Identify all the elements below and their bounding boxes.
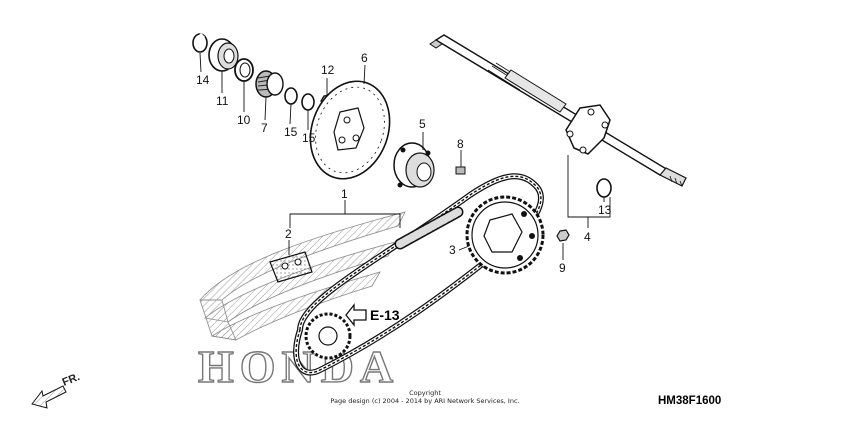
bearing-11: [208, 38, 239, 72]
axle-flange-4: [565, 104, 611, 155]
brake-disc-6: [309, 80, 391, 180]
callout-1[interactable]: 1: [341, 187, 348, 201]
driven-sprocket-3: [465, 195, 545, 275]
copyright-line-1: Copyright: [409, 389, 441, 397]
hub-5: [393, 142, 435, 188]
circlip-14: [192, 32, 208, 53]
rear-axle: [429, 34, 687, 187]
drive-chain: [293, 173, 544, 376]
collar-7: [255, 70, 284, 98]
bolt-8: [455, 166, 466, 175]
circlip-13: [596, 178, 612, 198]
master-link-2: [269, 251, 313, 283]
front-direction-arrow: [31, 385, 67, 409]
chain-link-segment: [394, 206, 464, 250]
reference-label[interactable]: E-13: [370, 307, 400, 323]
drive-sprocket: [304, 312, 352, 360]
callout-12[interactable]: 12: [321, 63, 335, 77]
seal-10: [234, 58, 254, 82]
leader-lines: [199, 52, 611, 260]
callout-14[interactable]: 14: [196, 73, 210, 87]
diagram-code: HM38F1600: [658, 395, 721, 407]
callout-3[interactable]: 3: [449, 243, 456, 257]
callout-15a[interactable]: 15: [284, 125, 298, 139]
callout-10[interactable]: 10: [237, 113, 251, 127]
callout-7[interactable]: 7: [261, 121, 268, 135]
o-ring-15a: [284, 87, 298, 105]
callout-11[interactable]: 11: [216, 94, 229, 108]
callout-6[interactable]: 6: [361, 51, 368, 65]
callout-5[interactable]: 5: [419, 117, 426, 131]
callout-9[interactable]: 9: [559, 261, 566, 275]
copyright-line-2: Page design (c) 2004 - 2014 by ARI Netwo…: [330, 397, 519, 405]
nut-9: [556, 229, 570, 242]
front-direction-label: FR.: [61, 371, 82, 389]
callout-8[interactable]: 8: [457, 137, 464, 151]
callout-15b[interactable]: 15: [302, 131, 316, 145]
callout-2[interactable]: 2: [285, 227, 292, 241]
o-ring-15b: [301, 93, 315, 111]
callout-4[interactable]: 4: [584, 230, 591, 244]
reference-arrow-e13: [345, 303, 367, 327]
callout-13[interactable]: 13: [598, 203, 612, 217]
